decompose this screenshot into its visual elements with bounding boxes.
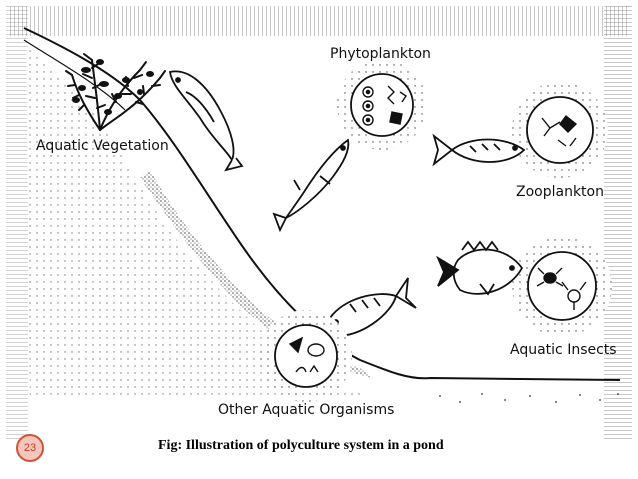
fish-icon-surface (168, 70, 244, 172)
fish-icon-bottom-feeder (328, 277, 417, 337)
soil-stipple (26, 46, 400, 400)
organisms-bubble (274, 324, 338, 388)
phytoplankton-cells-icon (362, 85, 407, 126)
dotted-frame-left (6, 6, 28, 439)
phytoplankton-bubble (350, 73, 414, 137)
zooplankton-icon (541, 115, 578, 147)
figure-caption: Fig: Illustration of polyculture system … (158, 438, 444, 453)
plant-foliage (72, 59, 154, 115)
aquatic-insects-icon (536, 267, 587, 310)
pond-bottom-dots (439, 393, 619, 403)
fish-icon-midwater (272, 138, 350, 233)
label-phytoplankton: Phytoplankton (330, 46, 431, 62)
fish-icon-zooplankton-feeder (432, 133, 526, 167)
page-number-badge: 23 (16, 434, 44, 462)
dotted-frame-right (604, 6, 632, 439)
label-other-organisms: Other Aquatic Organisms (218, 402, 394, 418)
fish-icon-insect-feeder (436, 240, 524, 296)
other-organisms-icon (288, 336, 325, 373)
label-aquatic-vegetation: Aquatic Vegetation (36, 138, 169, 154)
label-zooplankton: Zooplankton (516, 184, 604, 200)
label-aquatic-insects: Aquatic Insects (510, 342, 617, 358)
zooplankton-bubble (526, 96, 594, 164)
pond-bank (23, 27, 621, 381)
dotted-frame-top (10, 6, 628, 36)
